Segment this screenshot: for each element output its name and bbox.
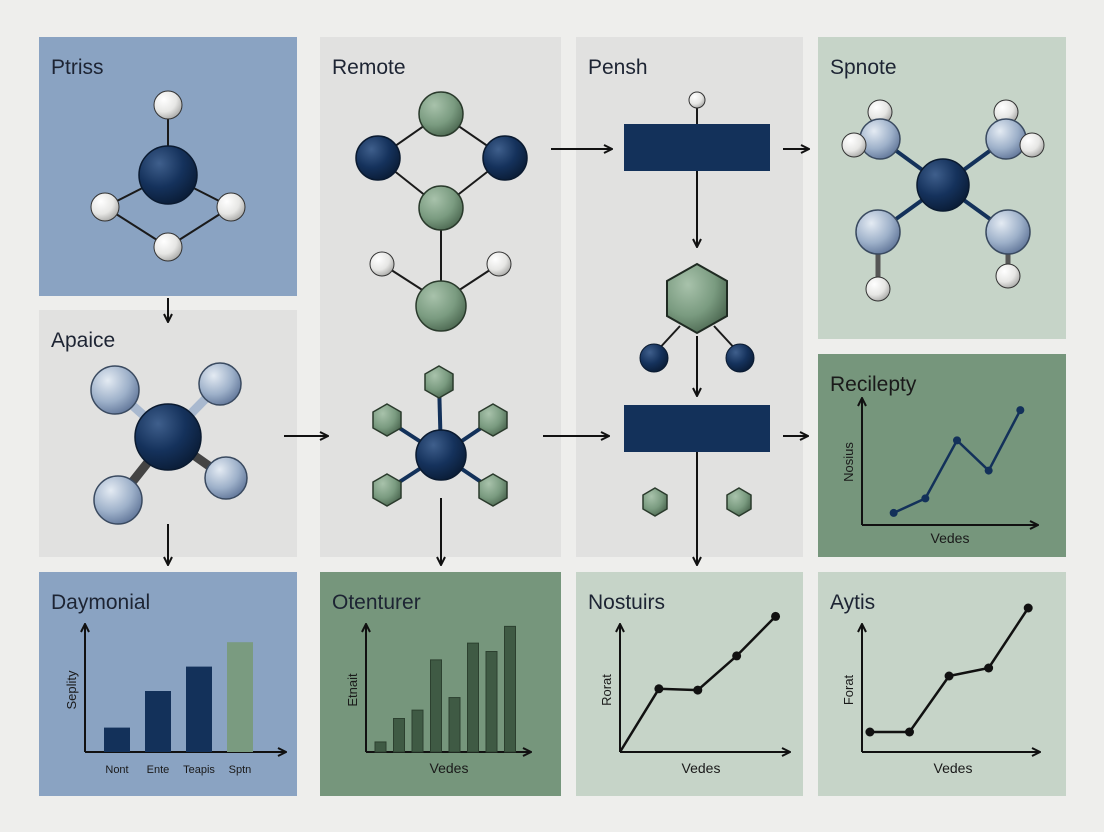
bar [186, 666, 212, 752]
panel-recilepty: Recilepty [818, 354, 1066, 557]
chart-aytis: Forat Vedes [841, 603, 1040, 776]
data-point [953, 436, 961, 445]
bar [411, 709, 424, 753]
molecule-apaice [90, 362, 248, 525]
panel-daymonial: Daymonial [39, 572, 297, 796]
bar [448, 697, 461, 753]
bar [227, 642, 253, 752]
flow-arrows [168, 149, 809, 565]
panel-title-apaice: Apaice [51, 329, 116, 352]
x-tick-label: Nont [105, 764, 128, 776]
hexagon-node [666, 262, 728, 335]
panel-title-daymonial: Daymonial [51, 591, 151, 614]
data-point [921, 494, 930, 503]
molecule-ptriss [90, 90, 246, 262]
process-box-bottom [624, 405, 770, 452]
panel-title-ptriss: Ptriss [51, 56, 104, 79]
y-axis-label: Seplity [64, 670, 79, 710]
y-axis-label: Rorat [599, 674, 614, 706]
panel-title-nostuirs: Nostuirs [588, 591, 666, 614]
line-series [865, 603, 1033, 737]
line-series [889, 406, 1025, 517]
y-axis-label: Nosius [841, 442, 856, 482]
panel-title-remote: Remote [332, 56, 406, 79]
bar [504, 625, 516, 753]
data-point [693, 685, 703, 695]
series-line [869, 607, 1030, 734]
panel-nostuirs: Nostuirs [576, 572, 803, 796]
panel-title-recilepty: Recilepty [830, 373, 917, 396]
bar-series [104, 642, 253, 752]
series-line [893, 409, 1022, 515]
bar [467, 642, 479, 753]
chart-recilepty: Nosius Vedes [841, 398, 1038, 546]
data-point [944, 671, 954, 681]
x-axis-label: Vedes [682, 760, 721, 776]
y-axis-label: Forat [841, 674, 856, 705]
x-axis-label: Vedes [931, 530, 970, 546]
chart-nostuirs: Rorat Vedes [599, 611, 790, 776]
bar [104, 727, 130, 752]
x-tick-label: Sptn [229, 764, 252, 776]
molecule-spnote [841, 99, 1045, 302]
bar [393, 718, 405, 753]
data-point [654, 684, 664, 694]
data-point [904, 727, 914, 737]
process-box-top [624, 124, 770, 171]
data-point [1016, 406, 1025, 415]
x-tick-labels: Nont Ente Teapis Sptn [105, 764, 251, 776]
data-point [984, 466, 993, 475]
bar [374, 741, 387, 753]
data-point [771, 611, 781, 621]
bar-series [374, 625, 516, 753]
chart-otenturer: Etnait Vedes [345, 624, 531, 776]
molecule-pensh [624, 91, 770, 517]
series-line [618, 615, 777, 753]
data-point [732, 651, 742, 661]
data-point [984, 663, 994, 673]
molecule-remote [355, 91, 528, 332]
data-point [1023, 603, 1033, 613]
panel-title-spnote: Spnote [830, 56, 897, 79]
x-axis-label: Vedes [430, 760, 469, 776]
panel-title-otenturer: Otenturer [332, 591, 421, 614]
y-axis-label: Etnait [345, 673, 360, 707]
panel-title-pensh: Pensh [588, 56, 648, 79]
data-point [889, 508, 898, 517]
molecule-remote-ring [372, 365, 508, 507]
chart-daymonial: Nont Ente Teapis Sptn Seplity [64, 624, 286, 776]
data-point [865, 727, 875, 737]
x-tick-label: Teapis [183, 764, 215, 776]
panel-otenturer: Otenturer [320, 572, 561, 796]
x-axis-label: Vedes [934, 760, 973, 776]
bar [485, 651, 498, 753]
panel-title-aytis: Aytis [830, 591, 876, 614]
bar [145, 691, 171, 752]
line-series [618, 611, 781, 753]
x-tick-label: Ente [147, 764, 170, 776]
bar [430, 659, 442, 753]
